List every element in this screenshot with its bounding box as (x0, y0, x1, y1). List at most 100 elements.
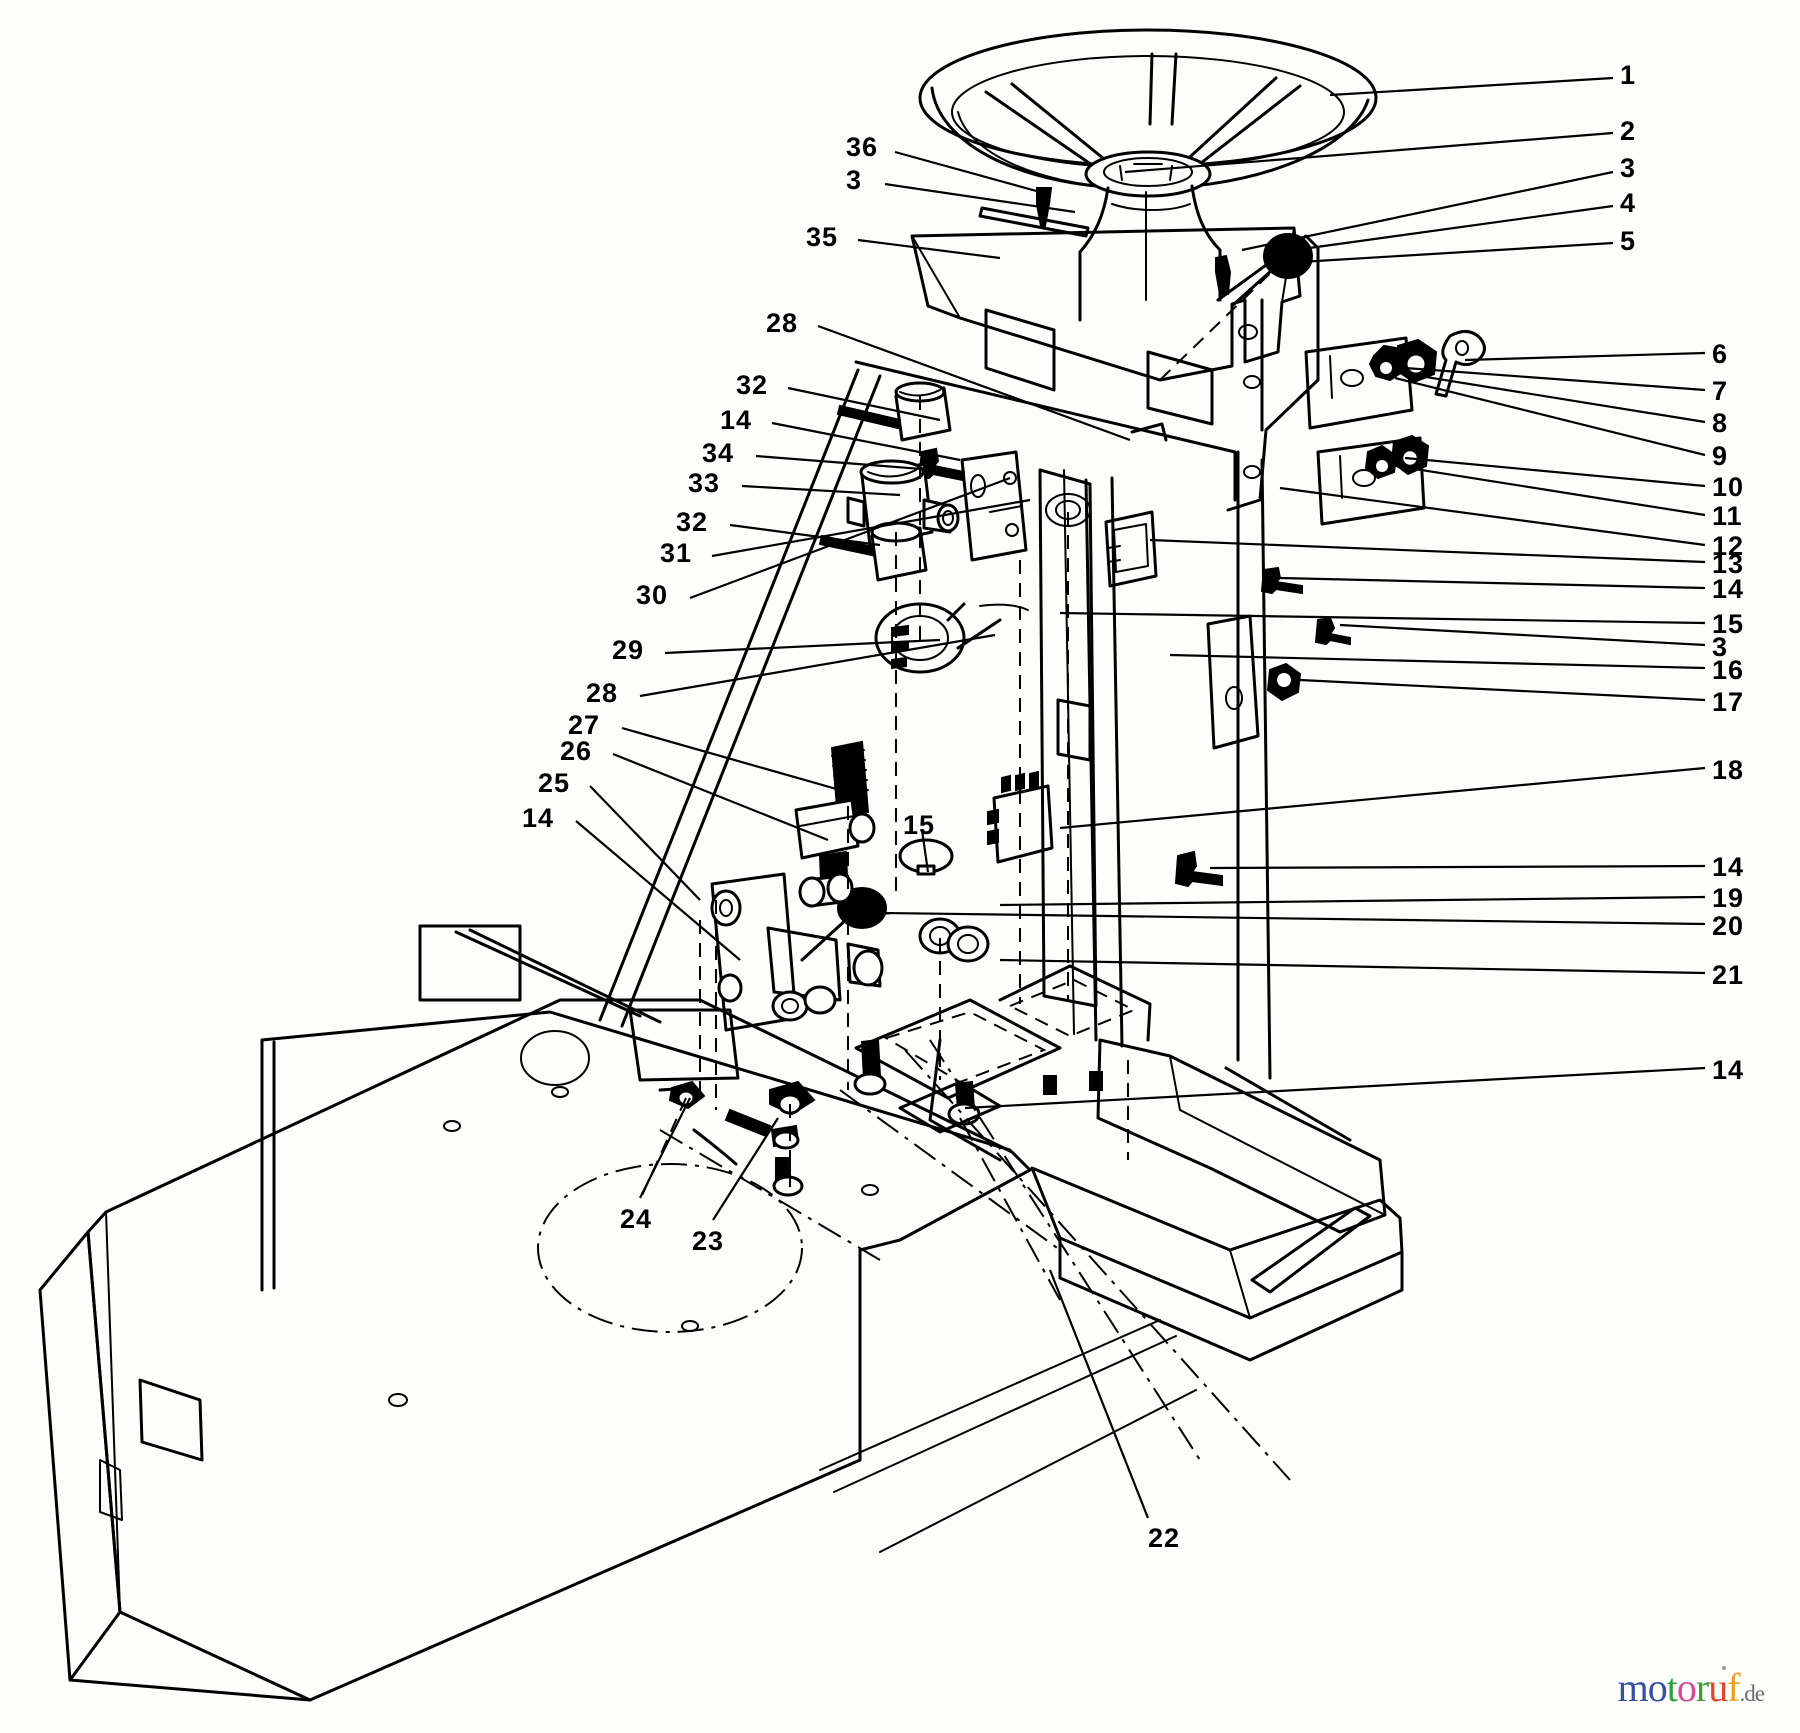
callout-number-15: 15 (903, 810, 936, 840)
callout-number-10: 10 (1712, 472, 1745, 502)
leader-line-35 (857, 238, 1001, 260)
callout-number-27: 27 (568, 710, 601, 740)
leader-line-31 (711, 498, 1031, 558)
leader-line-20 (884, 911, 1706, 926)
watermark-dot (1722, 1666, 1726, 1670)
watermark-letter: t (1666, 1665, 1678, 1710)
leader-line-1 (1329, 76, 1614, 97)
callout-number-28: 28 (766, 308, 799, 338)
hardware-right-cluster (800, 233, 1486, 963)
leader-line-34 (755, 454, 961, 474)
center-lines (659, 1039, 1291, 1481)
leader-line-14 (964, 1066, 1706, 1110)
watermark-letter: o (1676, 1665, 1697, 1710)
motoruf-watermark: motoruf.de (1617, 1664, 1765, 1711)
callout-number-4: 4 (1620, 188, 1637, 218)
leader-line-3 (884, 182, 1076, 214)
leader-line-33 (741, 484, 901, 497)
callout-number-2: 2 (1620, 116, 1637, 146)
leader-line-15 (1059, 611, 1706, 625)
tractor-body-pan (38, 924, 1404, 1702)
leader-line-26 (612, 752, 829, 842)
callout-number-15: 15 (1712, 609, 1745, 639)
watermark-letter: o (1647, 1665, 1668, 1710)
leader-line-23 (712, 1117, 779, 1221)
leader-line-7 (1404, 366, 1706, 392)
callout-number-14: 14 (1712, 1055, 1745, 1085)
callout-number-14: 14 (522, 803, 555, 833)
callout-number-35: 35 (806, 222, 839, 252)
callout-number-6: 6 (1712, 339, 1729, 369)
callout-number-25: 25 (538, 768, 571, 798)
leader-line-24 (639, 1097, 691, 1199)
callout-number-13: 13 (1712, 549, 1745, 579)
callout-number-28: 28 (586, 678, 619, 708)
callout-number-1: 1 (1620, 60, 1637, 90)
callout-number-14: 14 (720, 405, 753, 435)
watermark-letter: u (1708, 1665, 1728, 1710)
callout-number-21: 21 (1712, 960, 1745, 990)
leader-line-9 (1394, 376, 1706, 457)
callout-number-3: 3 (1620, 153, 1637, 183)
leader-lines (575, 76, 1706, 1519)
callout-number-16: 16 (1712, 655, 1745, 685)
callout-number-32: 32 (676, 507, 709, 537)
watermark-letter: m (1617, 1665, 1649, 1710)
callout-number-34: 34 (702, 438, 735, 468)
leader-line-22 (1048, 1269, 1150, 1519)
callout-number-11: 11 (1712, 501, 1743, 531)
leader-line-28 (639, 633, 996, 698)
leader-line-36 (894, 150, 1041, 194)
callout-number-8: 8 (1712, 408, 1729, 438)
callout-number-19: 19 (1712, 883, 1745, 913)
leader-line-14 (771, 421, 961, 462)
console-lower-skirt (928, 1038, 1387, 1294)
center-parts-cluster (658, 381, 1152, 1197)
leader-line-3 (1241, 170, 1614, 252)
console-tower (598, 234, 1426, 1080)
leader-line-15 (920, 829, 930, 873)
leader-line-17 (1299, 678, 1706, 702)
leader-line-32 (787, 386, 941, 422)
leader-line-27 (621, 726, 841, 792)
callout-number-22: 22 (1148, 1523, 1181, 1553)
watermark-letter: f (1727, 1665, 1740, 1710)
callout-number-33: 33 (688, 468, 721, 498)
leader-line-14 (1209, 864, 1706, 870)
callout-number-5: 5 (1620, 226, 1637, 256)
callout-number-32: 32 (736, 370, 769, 400)
callout-number-17: 17 (1712, 687, 1745, 717)
callout-number-14: 14 (1712, 852, 1745, 882)
leader-line-5 (1299, 241, 1614, 264)
leader-line-2 (1124, 131, 1614, 174)
watermark-suffix: .de (1739, 1681, 1765, 1706)
leader-line-14 (1279, 576, 1706, 590)
callout-number-9: 9 (1712, 441, 1729, 471)
leader-line-13 (1149, 538, 1706, 564)
callout-number-7: 7 (1712, 376, 1729, 406)
leader-line-3 (1339, 623, 1706, 647)
callout-number-12: 12 (1712, 531, 1745, 561)
callout-number-26: 26 (560, 736, 593, 766)
leader-line-10 (1404, 456, 1706, 488)
callout-number-29: 29 (612, 635, 645, 665)
leader-line-19 (999, 895, 1706, 907)
callout-number-36: 36 (846, 132, 879, 162)
leader-line-28 (817, 324, 1131, 442)
callout-number-30: 30 (636, 580, 669, 610)
leader-line-29 (664, 638, 941, 655)
leader-line-11 (1389, 463, 1706, 517)
leader-line-18 (1059, 766, 1706, 830)
callout-number-3: 3 (846, 165, 863, 195)
leader-line-6 (1464, 351, 1706, 362)
callout-number-18: 18 (1712, 755, 1745, 785)
upper-dash-panel-part-35 (910, 187, 1302, 479)
leader-line-32 (729, 523, 881, 547)
callout-number-20: 20 (1712, 911, 1745, 941)
leader-line-16 (1169, 653, 1706, 670)
leader-line-14 (575, 820, 741, 961)
callout-number-23: 23 (692, 1226, 725, 1256)
leader-line-21 (999, 958, 1706, 975)
